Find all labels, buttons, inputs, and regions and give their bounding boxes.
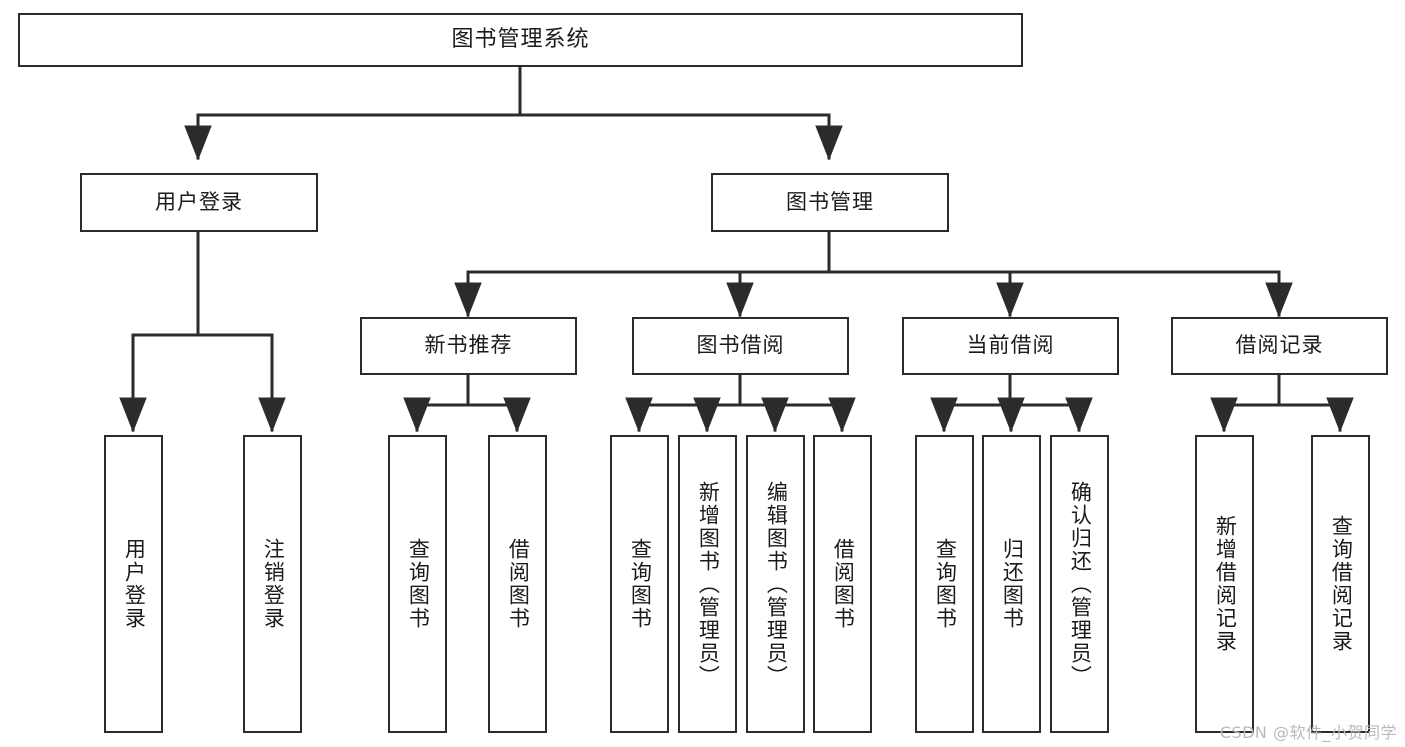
node-label: 借阅图书: [506, 538, 531, 630]
leaf-user-login-logout[interactable]: 注销登录: [243, 435, 302, 733]
node-borrow-record[interactable]: 借阅记录: [1171, 317, 1388, 375]
node-label: 确认归还（管理员）: [1068, 480, 1093, 688]
node-label: 借阅记录: [1235, 333, 1324, 358]
node-label: 查询图书: [933, 538, 958, 630]
leaf-borrow-query-book[interactable]: 查询图书: [610, 435, 669, 733]
csdn-watermark: CSDN @软件_小贺同学: [1219, 723, 1397, 742]
node-label: 注销登录: [261, 538, 286, 630]
leaf-borrow-edit-book-admin[interactable]: 编辑图书（管理员）: [746, 435, 805, 733]
leaf-user-login-login[interactable]: 用户登录: [104, 435, 163, 733]
node-root-system[interactable]: 图书管理系统: [18, 13, 1023, 67]
node-label: 归还图书: [1000, 538, 1025, 630]
leaf-record-query-record[interactable]: 查询借阅记录: [1311, 435, 1370, 733]
node-label: 用户登录: [122, 538, 147, 630]
leaf-recommend-borrow-book[interactable]: 借阅图书: [488, 435, 547, 733]
leaf-record-add-record[interactable]: 新增借阅记录: [1195, 435, 1254, 733]
node-label: 新增借阅记录: [1213, 515, 1238, 653]
node-label: 图书管理系统: [451, 26, 590, 52]
node-label: 当前借阅: [966, 333, 1055, 358]
leaf-borrow-add-book-admin[interactable]: 新增图书（管理员）: [678, 435, 737, 733]
leaf-borrow-borrow-book[interactable]: 借阅图书: [813, 435, 872, 733]
leaf-current-query-book[interactable]: 查询图书: [915, 435, 974, 733]
node-label: 图书管理: [786, 189, 874, 214]
node-label: 图书借阅: [696, 333, 785, 358]
node-current-borrow[interactable]: 当前借阅: [902, 317, 1119, 375]
node-label: 编辑图书（管理员）: [764, 480, 789, 688]
leaf-current-confirm-return-admin[interactable]: 确认归还（管理员）: [1050, 435, 1109, 733]
node-label: 查询图书: [406, 538, 431, 630]
node-label: 新增图书（管理员）: [696, 480, 721, 688]
node-label: 查询图书: [628, 538, 653, 630]
leaf-current-return-book[interactable]: 归还图书: [982, 435, 1041, 733]
node-label: 借阅图书: [831, 538, 856, 630]
node-book-management[interactable]: 图书管理: [711, 173, 949, 232]
node-label: 查询借阅记录: [1329, 515, 1354, 653]
node-user-login[interactable]: 用户登录: [80, 173, 318, 232]
node-book-borrow[interactable]: 图书借阅: [632, 317, 849, 375]
node-label: 用户登录: [155, 189, 243, 214]
leaf-recommend-query-book[interactable]: 查询图书: [388, 435, 447, 733]
node-label: 新书推荐: [424, 333, 513, 358]
node-new-book-recommend[interactable]: 新书推荐: [360, 317, 577, 375]
